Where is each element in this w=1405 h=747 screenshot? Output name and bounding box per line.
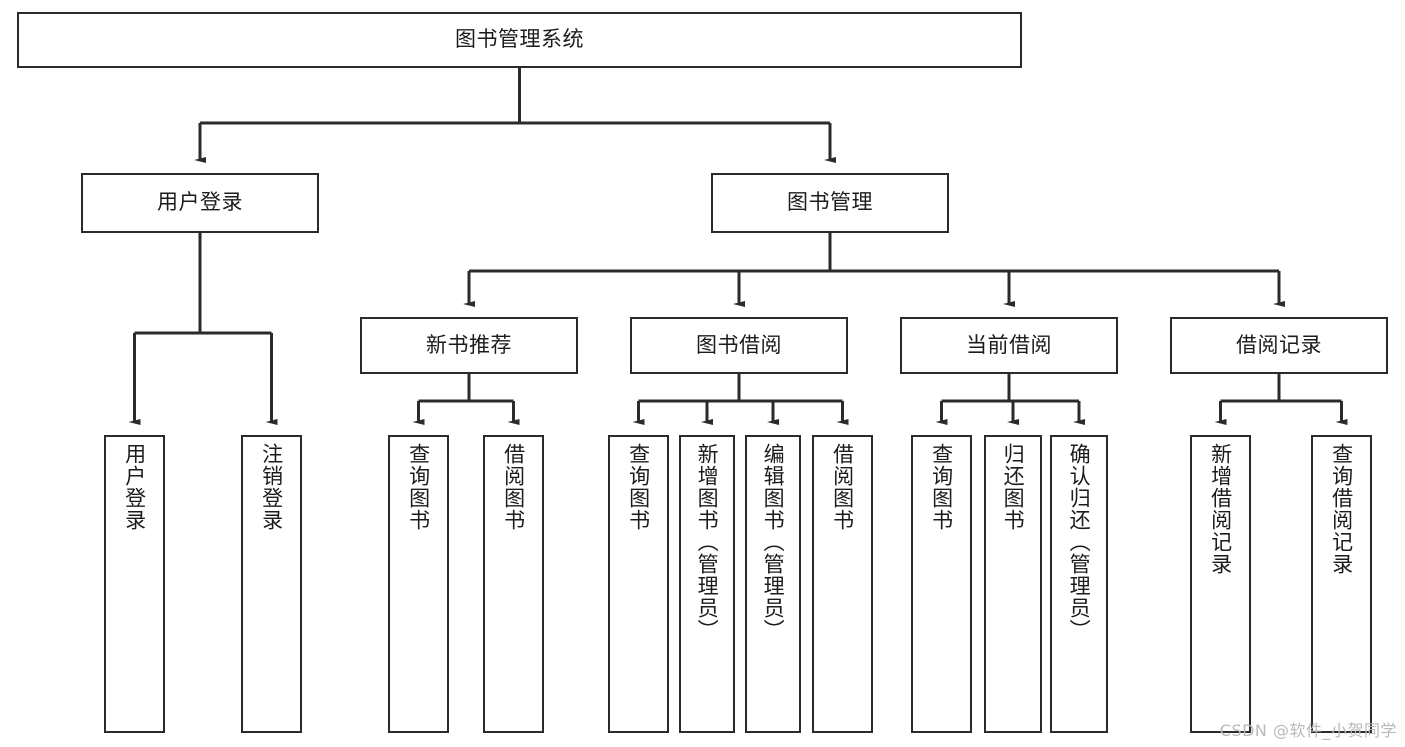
node-label: 归还图书 — [1001, 443, 1026, 531]
node-leaf-bb-edit[interactable]: 编辑图书（管理员） — [745, 435, 801, 733]
node-label: 查询图书 — [929, 443, 954, 531]
node-current-borrow[interactable]: 当前借阅 — [900, 317, 1118, 374]
node-borrow-record[interactable]: 借阅记录 — [1170, 317, 1388, 374]
node-leaf-rec-borrow[interactable]: 借阅图书 — [483, 435, 544, 733]
node-label: 查询借阅记录 — [1329, 443, 1354, 575]
node-leaf-bb-borrow[interactable]: 借阅图书 — [812, 435, 873, 733]
node-label: 借阅图书 — [830, 443, 855, 531]
node-label: 用户登录 — [157, 190, 243, 215]
node-label: 新增图书（管理员） — [695, 443, 720, 641]
node-label: 借阅记录 — [1236, 332, 1322, 357]
node-label: 新书推荐 — [426, 332, 512, 357]
node-leaf-cb-return[interactable]: 归还图书 — [984, 435, 1042, 733]
node-label: 用户登录 — [122, 443, 147, 531]
node-label: 查询图书 — [626, 443, 651, 531]
node-label: 注销登录 — [259, 443, 284, 531]
node-user-login[interactable]: 用户登录 — [81, 173, 319, 233]
node-book-borrow[interactable]: 图书借阅 — [630, 317, 848, 374]
node-label: 图书管理系统 — [455, 27, 584, 52]
node-leaf-br-add[interactable]: 新增借阅记录 — [1190, 435, 1251, 733]
node-book-manage[interactable]: 图书管理 — [711, 173, 949, 233]
node-label: 查询图书 — [406, 443, 431, 531]
node-leaf-user-login[interactable]: 用户登录 — [104, 435, 165, 733]
node-leaf-bb-add[interactable]: 新增图书（管理员） — [679, 435, 735, 733]
node-label: 编辑图书（管理员） — [761, 443, 786, 641]
node-leaf-user-logout[interactable]: 注销登录 — [241, 435, 302, 733]
node-leaf-bb-query[interactable]: 查询图书 — [608, 435, 669, 733]
node-label: 借阅图书 — [501, 443, 526, 531]
node-leaf-cb-query[interactable]: 查询图书 — [911, 435, 972, 733]
node-label: 新增借阅记录 — [1208, 443, 1233, 575]
node-label: 当前借阅 — [966, 332, 1052, 357]
node-leaf-cb-confirm[interactable]: 确认归还（管理员） — [1050, 435, 1108, 733]
node-leaf-rec-query[interactable]: 查询图书 — [388, 435, 449, 733]
node-label: 图书管理 — [787, 190, 873, 215]
node-new-book-rec[interactable]: 新书推荐 — [360, 317, 578, 374]
node-label: 图书借阅 — [696, 332, 782, 357]
node-leaf-br-query[interactable]: 查询借阅记录 — [1311, 435, 1372, 733]
node-root[interactable]: 图书管理系统 — [17, 12, 1022, 68]
node-label: 确认归还（管理员） — [1067, 443, 1092, 641]
